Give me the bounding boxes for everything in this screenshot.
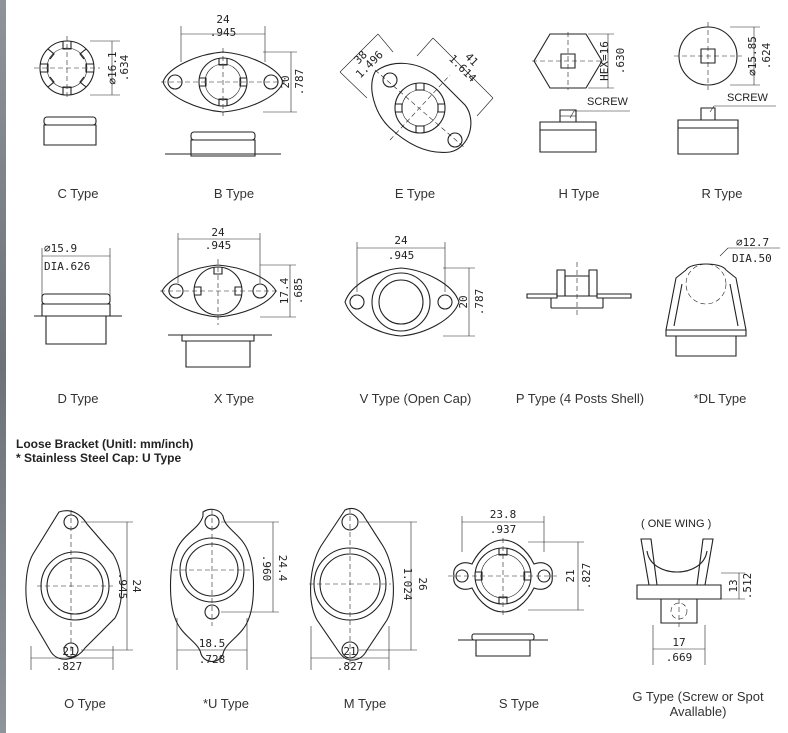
g-dim-mm-h: 17 — [672, 636, 685, 649]
p-type-drawing — [525, 260, 635, 320]
d-dim-dia: ⌀15.9 — [44, 242, 77, 255]
u-type-caption: *U Type — [202, 696, 249, 711]
g-dim-inch-v: .512 — [741, 573, 754, 600]
g-dim-mm-v: 13 — [727, 579, 740, 592]
m-dim-mm: 26 — [416, 577, 429, 590]
v-dim-inch: .945 — [388, 249, 415, 262]
v-dim-mm: 24 — [394, 234, 408, 247]
s-type-caption: S Type — [498, 696, 540, 711]
stainless-cap-note: * Stainless Steel Cap: U Type — [16, 451, 182, 465]
b-dim-mm: 24 — [216, 13, 230, 26]
u-type-drawing: 24.4 .960 18.5 .728 — [165, 508, 289, 673]
o-type-caption: O Type — [64, 696, 106, 711]
o-type-drawing: 24 .945 21 .827 — [25, 508, 143, 673]
r-dim-dia: ⌀15.85 — [746, 36, 759, 76]
s-dim-inch: .937 — [490, 523, 517, 536]
r-screw-label: SCREW — [727, 92, 769, 104]
d-type-caption: D Type — [57, 391, 99, 406]
v-dim-mm-v: 20 — [457, 295, 470, 308]
u-dim-mm-h: 18.5 — [199, 637, 226, 650]
dl-dim-dia: ⌀12.7 — [736, 236, 769, 249]
u-dim-mm: 24.4 — [276, 555, 289, 582]
m-dim-inch: 1.024 — [401, 567, 414, 600]
o-dim-mm: 24 — [130, 579, 143, 593]
s-type-drawing: 23.8 .937 21 .827 — [448, 508, 593, 661]
g-one-wing-label: ( ONE WING ) — [641, 518, 711, 530]
b-type-caption: B Type — [213, 186, 255, 201]
x-type-caption: X Type — [213, 391, 255, 406]
o-dim-inch: .945 — [116, 573, 129, 600]
o-dim-mm-h: 21 — [62, 645, 75, 658]
s-dim-mm-v: 21 — [564, 569, 577, 582]
dl-type-drawing: ⌀12.7 DIA.50 — [662, 236, 787, 359]
b-type-drawing: 24 .945 20 .787 — [163, 13, 306, 162]
u-dim-inch: .960 — [260, 555, 273, 582]
r-dim-inch: .624 — [760, 42, 773, 69]
r-type-caption: R Type — [701, 186, 743, 201]
m-dim-mm-h: 21 — [343, 645, 356, 658]
h-type-caption: H Type — [558, 186, 600, 201]
b-dim-mm-v: 20 — [279, 75, 292, 88]
r-type-drawing: ⌀15.85 .624 SCREW — [672, 22, 787, 157]
m-type-caption: M Type — [343, 696, 387, 711]
g-type-caption: G Type (Screw or Spot Avallable) — [632, 689, 764, 719]
m-type-drawing: 26 1.024 21 .827 — [303, 506, 429, 673]
p-type-caption: P Type (4 Posts Shell) — [515, 391, 645, 406]
x-dim-mm: 24 — [211, 226, 225, 239]
c-dim-inch: .634 — [118, 54, 131, 81]
h-type-drawing: HEX=16 .630 SCREW — [532, 32, 647, 157]
d-dim-inch: DIA.626 — [44, 260, 90, 273]
v-dim-inch-v: .787 — [473, 289, 486, 316]
x-dim-inch: .945 — [205, 239, 232, 252]
v-type-caption: V Type (Open Cap) — [359, 391, 472, 406]
c-dim-dia: ⌀16.1 — [106, 51, 119, 84]
s-dim-mm: 23.8 — [490, 508, 517, 521]
o-dim-inch-h: .827 — [56, 660, 83, 673]
h-dim-hex: HEX=16 — [598, 41, 611, 81]
c-type-caption: C Type — [57, 186, 99, 201]
d-type-drawing: ⌀15.9 DIA.626 — [32, 242, 132, 348]
g-type-drawing: ( ONE WING ) 13 .512 17 .669 — [633, 518, 754, 670]
dl-type-caption: *DL Type — [693, 391, 747, 406]
x-dim-mm-v: 17.4 — [278, 277, 291, 304]
e-type-drawing: 38 1.496 41 1.614 — [335, 30, 505, 165]
x-dim-inch-v: .685 — [292, 278, 305, 305]
dl-dim-inch: DIA.50 — [732, 252, 772, 265]
u-dim-inch-h: .728 — [199, 653, 226, 666]
b-dim-inch: .945 — [210, 26, 237, 39]
e-type-caption: E Type — [394, 186, 436, 201]
g-dim-inch-h: .669 — [666, 651, 693, 664]
v-type-drawing: 24 .945 20 .787 — [343, 234, 486, 342]
loose-bracket-note: Loose Bracket (Unitl: mm/inch) — [16, 437, 194, 451]
h-dim-inch: .630 — [614, 48, 627, 75]
c-type-drawing: .634 ⌀16.1 — [30, 20, 131, 150]
b-dim-inch-v: .787 — [293, 69, 306, 96]
h-screw-label: SCREW — [587, 96, 629, 108]
left-edge-strip — [0, 0, 6, 733]
x-type-drawing: 24 .945 17.4 .685 — [160, 226, 305, 370]
s-dim-inch-v: .827 — [580, 563, 593, 590]
m-dim-inch-h: .827 — [337, 660, 364, 673]
